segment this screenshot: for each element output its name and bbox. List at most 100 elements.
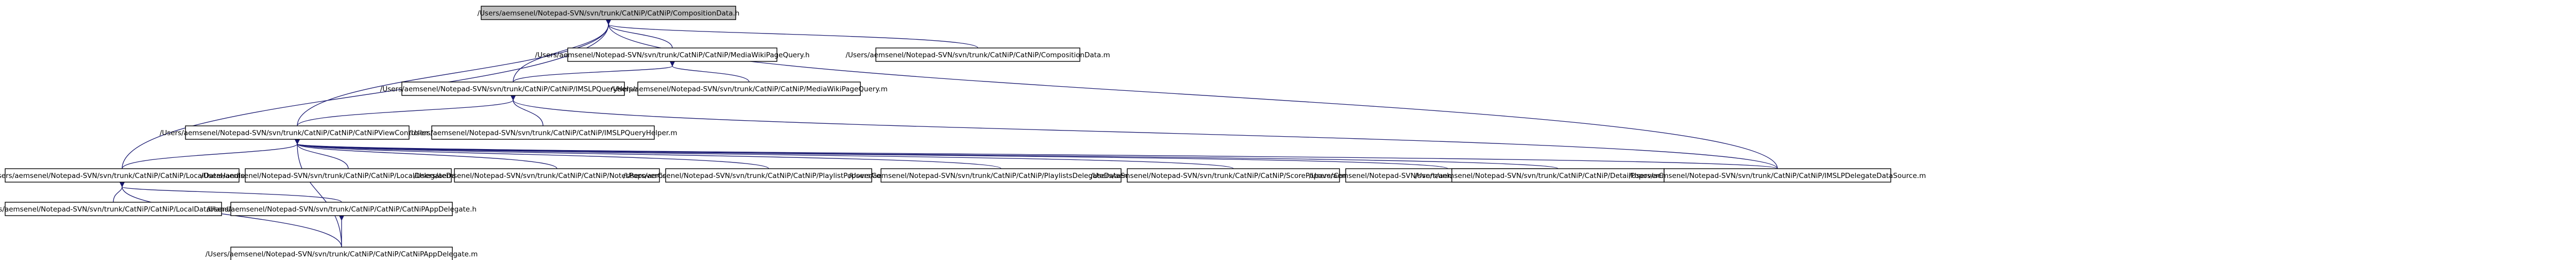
node-layer: /Users/aemsenel/Notepad-SVN/svn/trunk/Ca…	[0, 6, 1926, 260]
edge-line	[294, 139, 1558, 169]
node-label: /Users/aemsenel/Notepad-SVN/svn/trunk/Ca…	[414, 172, 700, 180]
edge-n0-to-n2	[605, 19, 978, 48]
edge-line	[294, 139, 349, 169]
node-box	[230, 202, 453, 216]
node-box	[637, 82, 861, 96]
node-label: /Users/aemsenel/Notepad-SVN/svn/trunk/Ca…	[206, 250, 478, 258]
edge-line	[122, 139, 300, 169]
node-box	[665, 168, 872, 183]
node-playlistsdelegatedatasource-m[interactable]: /Users/aemsenel/Notepad-SVN/svn/trunk/Ca…	[849, 168, 1154, 183]
node-label: /Users/aemsenel/Notepad-SVN/svn/trunk/Ca…	[1415, 172, 1701, 180]
edge-line	[605, 19, 673, 48]
edge-n0-to-n7	[122, 19, 612, 169]
node-label: /Users/aemsenel/Notepad-SVN/svn/trunk/Ca…	[1091, 172, 1376, 180]
edge-n1-to-n3	[513, 61, 675, 83]
edge-line	[513, 61, 675, 83]
node-imslpqueryhelper-h[interactable]: /Users/aemsenel/Notepad-SVN/svn/trunk/Ca…	[380, 82, 646, 96]
edge-line	[119, 182, 342, 248]
node-box	[1664, 168, 1891, 183]
node-label: /Users/aemsenel/Notepad-SVN/svn/trunk/Ca…	[380, 85, 646, 93]
node-label: /Users/aemsenel/Notepad-SVN/svn/trunk/Ca…	[478, 9, 740, 18]
node-box	[875, 47, 1080, 62]
edge-n0-to-n15	[605, 19, 1778, 169]
node-playlistpopovercontroller-m[interactable]: /Users/aemsenel/Notepad-SVN/svn/trunk/Ca…	[623, 168, 914, 183]
edge-n5-to-n15	[294, 139, 1778, 169]
node-box	[230, 247, 453, 260]
node-detailpopovercontroller-m[interactable]: /Users/aemsenel/Notepad-SVN/svn/trunk/Ca…	[1415, 168, 1701, 183]
edge-n3-to-n15	[510, 95, 1778, 169]
node-scorepopovercontroller-m[interactable]: /Users/aemsenel/Notepad-SVN/svn/trunk/Ca…	[1091, 168, 1376, 183]
edge-layer	[113, 19, 1778, 248]
node-catnipappdelegate-h[interactable]: /Users/aemsenel/Notepad-SVN/svn/trunk/Ca…	[207, 202, 477, 216]
node-box	[481, 6, 736, 20]
node-localdatahandler-h[interactable]: /Users/aemsenel/Notepad-SVN/svn/trunk/Ca…	[0, 168, 254, 183]
edge-n1-to-n4	[669, 61, 750, 83]
edge-n5-to-n7	[122, 139, 300, 169]
node-box	[454, 168, 660, 183]
edge-line	[294, 139, 1002, 169]
edge-n5-to-n8	[294, 139, 349, 169]
node-label: /Users/aemsenel/Notepad-SVN/svn/trunk/Ca…	[160, 129, 435, 137]
edge-n0-to-n5	[297, 19, 612, 126]
edge-n5-to-n14	[294, 139, 1558, 169]
edge-line	[510, 95, 1778, 169]
node-localdelegatedatasource-m[interactable]: /Users/aemsenel/Notepad-SVN/svn/trunk/Ca…	[201, 168, 496, 183]
edge-line	[294, 139, 1234, 169]
node-label: /Users/aemsenel/Notepad-SVN/svn/trunk/Ca…	[409, 129, 677, 137]
edge-line	[294, 139, 1778, 169]
edge-n7-to-n17	[119, 182, 342, 203]
node-box	[431, 125, 655, 140]
edge-line	[605, 19, 1778, 169]
edge-line	[122, 19, 612, 169]
edge-line	[113, 182, 125, 203]
node-box	[567, 47, 777, 62]
edge-n5-to-n18	[294, 139, 342, 248]
node-label: /Users/aemsenel/Notepad-SVN/svn/trunk/Ca…	[201, 172, 496, 180]
edge-n7-to-n16	[113, 182, 125, 203]
edge-line	[294, 139, 342, 248]
edge-n5-to-n10	[294, 139, 769, 169]
node-label: /Users/aemsenel/Notepad-SVN/svn/trunk/Ca…	[0, 172, 254, 180]
edge-n3-to-n6	[510, 95, 544, 126]
edge-line	[605, 19, 978, 48]
node-compositiondata-m[interactable]: /Users/aemsenel/Notepad-SVN/svn/trunk/Ca…	[845, 47, 1110, 62]
node-box	[880, 168, 1122, 183]
edge-line	[294, 139, 557, 169]
node-imslpdelegatedatasource-m[interactable]: /Users/aemsenel/Notepad-SVN/svn/trunk/Ca…	[1629, 168, 1926, 183]
edge-line	[119, 182, 342, 203]
edge-line	[294, 139, 769, 169]
edge-n3-to-n5	[297, 95, 516, 126]
edge-line	[510, 95, 544, 126]
node-box	[245, 168, 452, 183]
node-label: /Users/aemsenel/Notepad-SVN/svn/trunk/Ca…	[611, 85, 887, 93]
node-label: /Users/aemsenel/Notepad-SVN/svn/trunk/Ca…	[845, 51, 1110, 59]
node-compositiondata-h: /Users/aemsenel/Notepad-SVN/svn/trunk/Ca…	[478, 6, 740, 20]
node-box	[401, 82, 625, 96]
node-mediawikipagequery-m[interactable]: /Users/aemsenel/Notepad-SVN/svn/trunk/Ca…	[611, 82, 888, 96]
node-box	[1127, 168, 1340, 183]
edge-line	[297, 19, 612, 126]
node-box	[1451, 168, 1665, 183]
node-label: /Users/aemsenel/Notepad-SVN/svn/trunk/Ca…	[623, 172, 914, 180]
node-localdatahandler-m[interactable]: /Users/aemsenel/Notepad-SVN/svn/trunk/Ca…	[0, 202, 246, 216]
node-label: /Users/aemsenel/Notepad-SVN/svn/trunk/Ca…	[0, 205, 246, 214]
node-label: /Users/aemsenel/Notepad-SVN/svn/trunk/Ca…	[1629, 172, 1926, 180]
node-imslpqueryhelper-m[interactable]: /Users/aemsenel/Notepad-SVN/svn/trunk/Ca…	[409, 125, 677, 140]
edge-line	[297, 95, 516, 126]
edge-n5-to-n12	[294, 139, 1234, 169]
node-box	[5, 168, 240, 183]
node-label: /Users/aemsenel/Notepad-SVN/svn/trunk/Ca…	[849, 172, 1154, 180]
node-catnipappdelegate-m[interactable]: /Users/aemsenel/Notepad-SVN/svn/trunk/Ca…	[206, 247, 478, 260]
edge-n5-to-n9	[294, 139, 557, 169]
edge-n5-to-n11	[294, 139, 1002, 169]
node-label: /Users/aemsenel/Notepad-SVN/svn/trunk/Ca…	[535, 51, 810, 59]
edge-line	[669, 61, 750, 83]
node-label: /Users/aemsenel/Notepad-SVN/svn/trunk/Ca…	[207, 205, 477, 214]
node-notespopovercontroller-m[interactable]: /Users/aemsenel/Notepad-SVN/svn/trunk/Ca…	[414, 168, 700, 183]
node-box	[185, 125, 410, 140]
edge-n0-to-n1	[605, 19, 673, 48]
edge-n7-to-n18	[119, 182, 342, 248]
node-mediawikipagequery-h[interactable]: /Users/aemsenel/Notepad-SVN/svn/trunk/Ca…	[535, 47, 810, 62]
node-catnipviewcontroller-h[interactable]: /Users/aemsenel/Notepad-SVN/svn/trunk/Ca…	[160, 125, 435, 140]
